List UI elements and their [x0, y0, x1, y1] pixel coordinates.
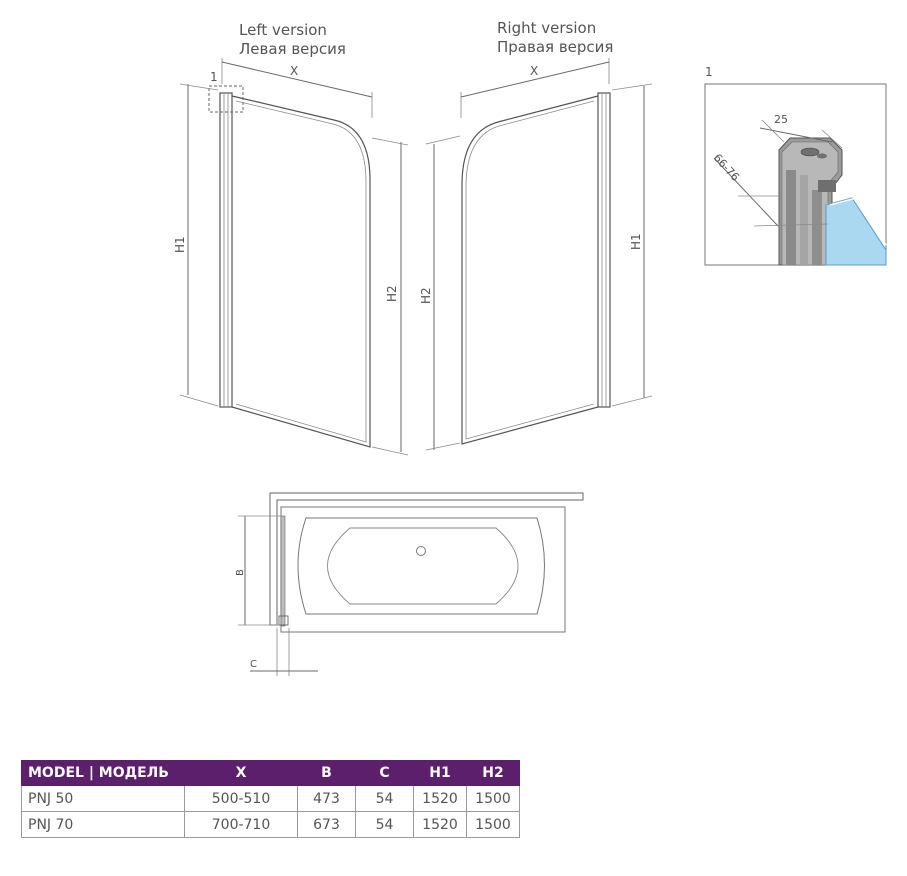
detail-marker-label: 1	[705, 65, 713, 79]
table-header-h1: H1	[413, 760, 467, 786]
left-version-drawing: Left version Левая версия 1 X	[173, 21, 409, 456]
left-dim-h1: H1	[173, 83, 219, 407]
right-version-title-en: Right version	[497, 19, 596, 37]
plan-dim-c-label: C	[250, 659, 257, 670]
left-dim-x: X	[221, 58, 373, 118]
left-dim-x-label: X	[290, 64, 298, 78]
right-dim-h1-label: H1	[629, 233, 643, 250]
cell-x: 700-710	[184, 811, 298, 838]
plan-view: B C	[235, 492, 584, 676]
table-header-model: MODEL | МОДЕЛЬ	[21, 760, 185, 786]
left-detail-marker: 1	[208, 70, 244, 113]
cell-h1: 1520	[413, 811, 467, 838]
right-dim-h1: H1	[611, 83, 653, 407]
cell-h2: 1500	[466, 811, 520, 838]
detail-dim-width-label: 25	[774, 113, 788, 126]
profile-detail: 1 25 66-76	[704, 65, 887, 266]
left-dim-h2-label: H2	[385, 285, 399, 302]
cell-model: PNJ 50	[21, 785, 185, 812]
right-dim-h2-label: H2	[419, 287, 433, 304]
left-dim-h1-label: H1	[173, 236, 187, 253]
table-row: PNJ 70 700-710 673 54 1520 1500	[21, 811, 520, 838]
cell-h1: 1520	[413, 785, 467, 812]
left-glass-panel	[231, 95, 371, 448]
left-version-title-ru: Левая версия	[239, 40, 346, 58]
cell-x: 500-510	[184, 785, 298, 812]
left-version-title-en: Left version	[239, 21, 327, 39]
left-wall-profile	[219, 92, 233, 408]
cell-c: 54	[355, 785, 414, 812]
left-detail-marker-label: 1	[210, 70, 218, 84]
right-dim-h2: H2	[419, 135, 461, 451]
table-header-c: C	[355, 760, 414, 786]
plan-dim-b-label: B	[235, 569, 246, 576]
cell-c: 54	[355, 811, 414, 838]
right-glass-panel	[461, 95, 599, 445]
table-header-x: X	[184, 760, 298, 786]
right-wall-profile	[597, 92, 611, 408]
right-dim-x-label: X	[530, 64, 538, 78]
right-version-title-ru: Правая версия	[497, 38, 613, 56]
cell-model: PNJ 70	[21, 811, 185, 838]
table-header-row: MODEL | МОДЕЛЬ X B C H1 H2	[21, 760, 520, 786]
right-dim-x: X	[460, 58, 610, 118]
cell-b: 673	[297, 811, 356, 838]
right-version-drawing: Right version Правая версия X H1 H	[419, 19, 653, 451]
table-header-b: B	[297, 760, 356, 786]
table-row: PNJ 50 500-510 473 54 1520 1500	[21, 785, 520, 812]
cell-b: 473	[297, 785, 356, 812]
table-header-h2: H2	[466, 760, 520, 786]
cell-h2: 1500	[466, 785, 520, 812]
left-dim-h2: H2	[371, 137, 409, 456]
spec-table: MODEL | МОДЕЛЬ X B C H1 H2 PNJ 50 500-51…	[21, 760, 520, 838]
